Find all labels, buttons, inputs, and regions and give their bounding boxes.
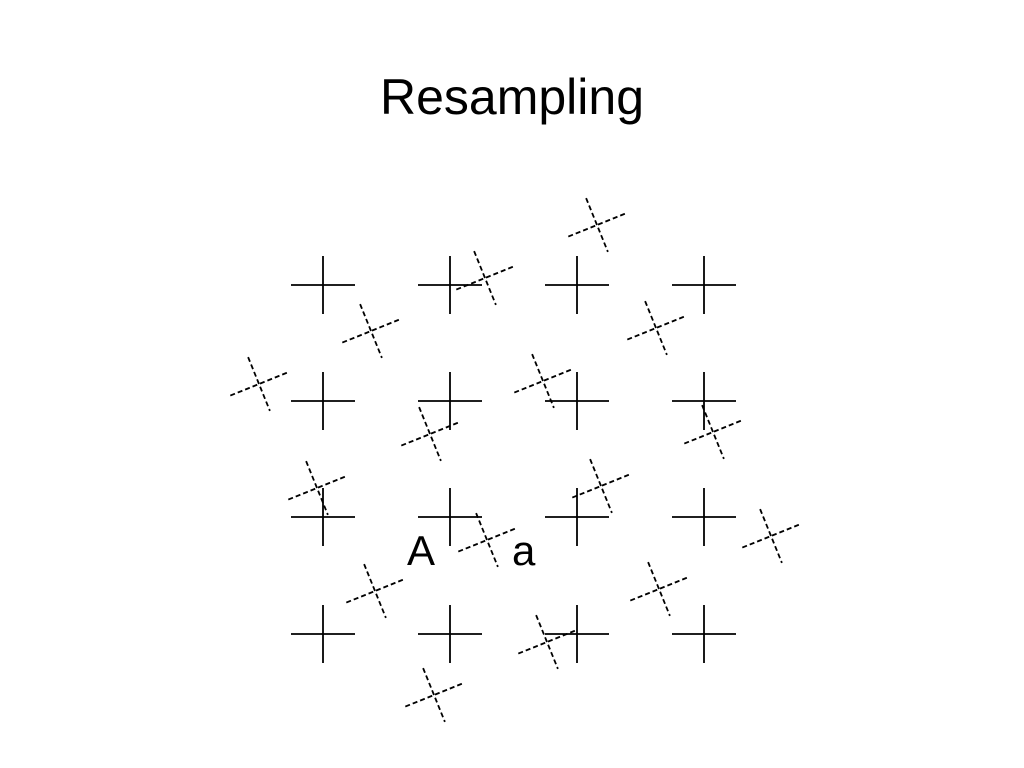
slide-title: Resampling bbox=[379, 69, 644, 125]
resampled-sample-grid bbox=[229, 197, 801, 723]
original-sample-cross bbox=[672, 372, 736, 430]
resampled-sample-cross bbox=[457, 512, 517, 568]
original-sample-cross bbox=[545, 372, 609, 430]
original-sample-cross bbox=[418, 372, 482, 430]
original-sample-cross bbox=[291, 605, 355, 663]
resampled-sample-label: a bbox=[512, 527, 536, 574]
original-sample-cross bbox=[291, 372, 355, 430]
resampled-sample-cross bbox=[345, 563, 405, 619]
original-sample-cross bbox=[291, 488, 355, 546]
resampled-sample-cross bbox=[404, 667, 464, 723]
resampled-sample-cross bbox=[341, 303, 401, 359]
original-sample-grid bbox=[291, 256, 736, 663]
original-sample-cross bbox=[545, 488, 609, 546]
original-sample-cross bbox=[672, 488, 736, 546]
resampled-sample-cross bbox=[567, 197, 627, 253]
resampled-sample-cross bbox=[741, 508, 801, 564]
original-sample-cross bbox=[545, 256, 609, 314]
original-sample-label: A bbox=[407, 527, 435, 574]
original-sample-cross bbox=[418, 256, 482, 314]
original-sample-cross bbox=[418, 488, 482, 546]
original-sample-cross bbox=[672, 605, 736, 663]
resampled-sample-cross bbox=[287, 460, 347, 516]
resampled-sample-cross bbox=[626, 300, 686, 356]
original-sample-cross bbox=[545, 605, 609, 663]
resampled-sample-cross bbox=[455, 250, 515, 306]
resampled-sample-cross bbox=[517, 614, 577, 670]
original-sample-cross bbox=[291, 256, 355, 314]
resampled-sample-cross bbox=[629, 561, 689, 617]
resampled-sample-cross bbox=[683, 404, 743, 460]
resampled-sample-cross bbox=[229, 356, 289, 412]
resampled-sample-cross bbox=[513, 353, 573, 409]
original-sample-cross bbox=[418, 605, 482, 663]
resampled-sample-cross bbox=[400, 406, 460, 462]
resampled-sample-cross bbox=[571, 458, 631, 514]
original-sample-cross bbox=[672, 256, 736, 314]
